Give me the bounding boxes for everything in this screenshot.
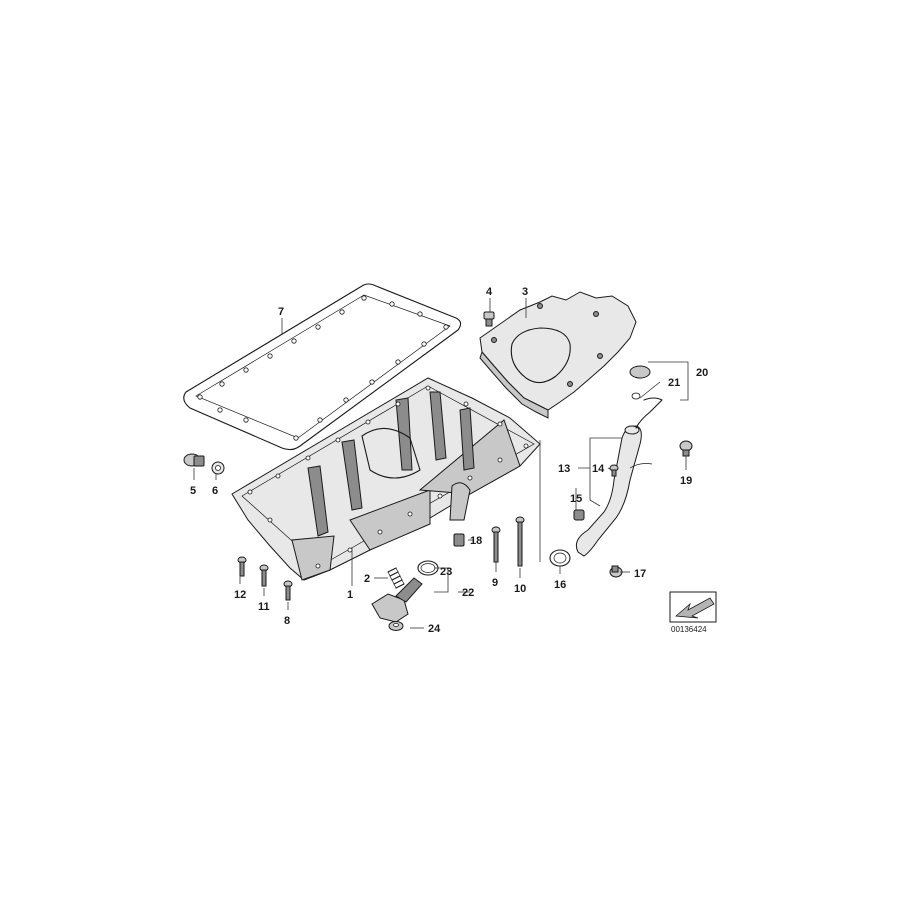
screw-4-part — [483, 311, 495, 327]
callout-24: 24 — [428, 623, 441, 635]
direction-arrow-icon — [675, 597, 715, 619]
bolt-17-part — [609, 565, 623, 578]
seal-ring-16-part — [549, 549, 571, 567]
callout-18: 18 — [470, 535, 482, 547]
cover-plate-part — [479, 291, 637, 419]
callout-15: 15 — [570, 493, 582, 505]
orientation-badge: 00136424 — [669, 591, 717, 634]
callout-3: 3 — [522, 286, 528, 298]
callout-23: 23 — [440, 566, 452, 578]
callout-20: 20 — [696, 367, 708, 379]
callout-22: 22 — [462, 587, 474, 599]
callout-labels: 1 2 3 4 5 6 7 8 9 10 11 12 13 14 15 16 1… — [190, 286, 708, 635]
callout-12: 12 — [234, 589, 246, 601]
gasket-bolt-holes — [197, 295, 449, 441]
sealing-ring-6-part — [211, 461, 225, 475]
callout-16: 16 — [554, 579, 566, 591]
callout-9: 9 — [492, 577, 498, 589]
bolt-8-part — [283, 580, 293, 601]
reference-number: 00136424 — [671, 625, 707, 634]
gasket-part — [183, 283, 462, 451]
drain-plug-part — [183, 453, 205, 467]
spring-2-part — [387, 567, 405, 589]
callout-1: 1 — [347, 589, 353, 601]
callout-7: 7 — [278, 306, 284, 318]
callout-14: 14 — [592, 463, 605, 475]
callout-11: 11 — [258, 601, 270, 613]
clamp-15-part — [573, 509, 585, 521]
callout-17: 17 — [634, 568, 646, 580]
dipstick-20-part — [629, 365, 663, 429]
bolt-11-part — [259, 564, 269, 587]
bolt-19-part — [679, 440, 693, 457]
leader-lines — [193, 298, 689, 629]
dipstick-tube-13-part — [575, 425, 653, 557]
screw-14-part — [609, 464, 619, 477]
callout-10: 10 — [514, 583, 526, 595]
callout-13: 13 — [558, 463, 570, 475]
oil-pump-intake-22-part — [371, 577, 423, 623]
nut-24-part — [388, 621, 404, 631]
callout-2: 2 — [364, 573, 370, 585]
callout-6: 6 — [212, 485, 218, 497]
oil-pan-flange-holes — [247, 385, 529, 569]
bolt-10-part — [515, 516, 525, 567]
clip-18-part — [453, 533, 465, 547]
callout-4: 4 — [486, 286, 493, 298]
callout-21: 21 — [668, 377, 680, 389]
callout-8: 8 — [284, 615, 290, 627]
oil-pan-part — [231, 377, 541, 581]
callout-5: 5 — [190, 485, 196, 497]
bolt-12-part — [237, 556, 247, 577]
bolt-9-part — [491, 526, 501, 563]
callout-19: 19 — [680, 475, 692, 487]
